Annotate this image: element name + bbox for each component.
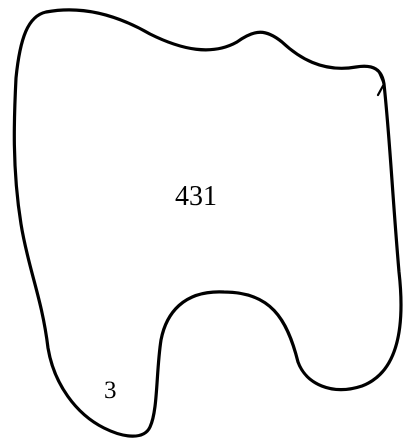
blob-outline [14, 10, 401, 436]
region-label-main: 431 [175, 181, 217, 212]
region-label-corner: 3 [104, 377, 117, 404]
